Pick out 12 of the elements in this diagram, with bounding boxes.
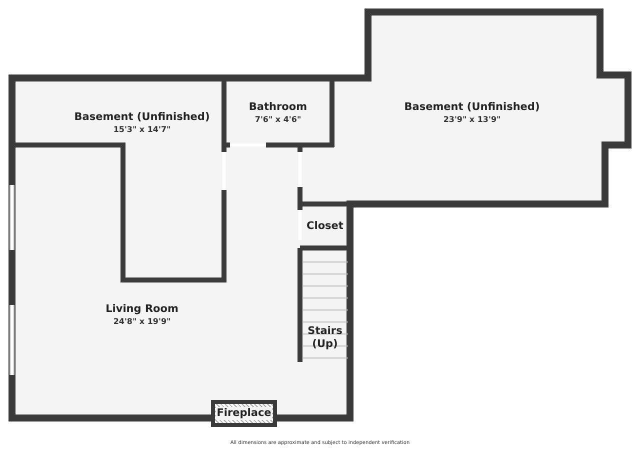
- room-dimensions: 23'9" x 13'9": [443, 114, 501, 125]
- room-dimensions: 24'8" x 19'9": [113, 316, 171, 327]
- room-name: Stairs (Up): [306, 325, 344, 351]
- room-name: Living Room: [106, 303, 178, 316]
- room-name: Basement (Unfinished): [404, 101, 540, 114]
- room-name: Bathroom: [248, 101, 308, 114]
- room-dimensions: 7'6" x 4'6": [254, 114, 302, 125]
- room-dimensions: 15'3" x 14'7": [113, 124, 171, 135]
- fireplace-hearth: [211, 400, 277, 427]
- room-name: Fireplace: [216, 407, 272, 420]
- room-name: Basement (Unfinished): [74, 111, 210, 124]
- room-name: Closet: [306, 220, 344, 232]
